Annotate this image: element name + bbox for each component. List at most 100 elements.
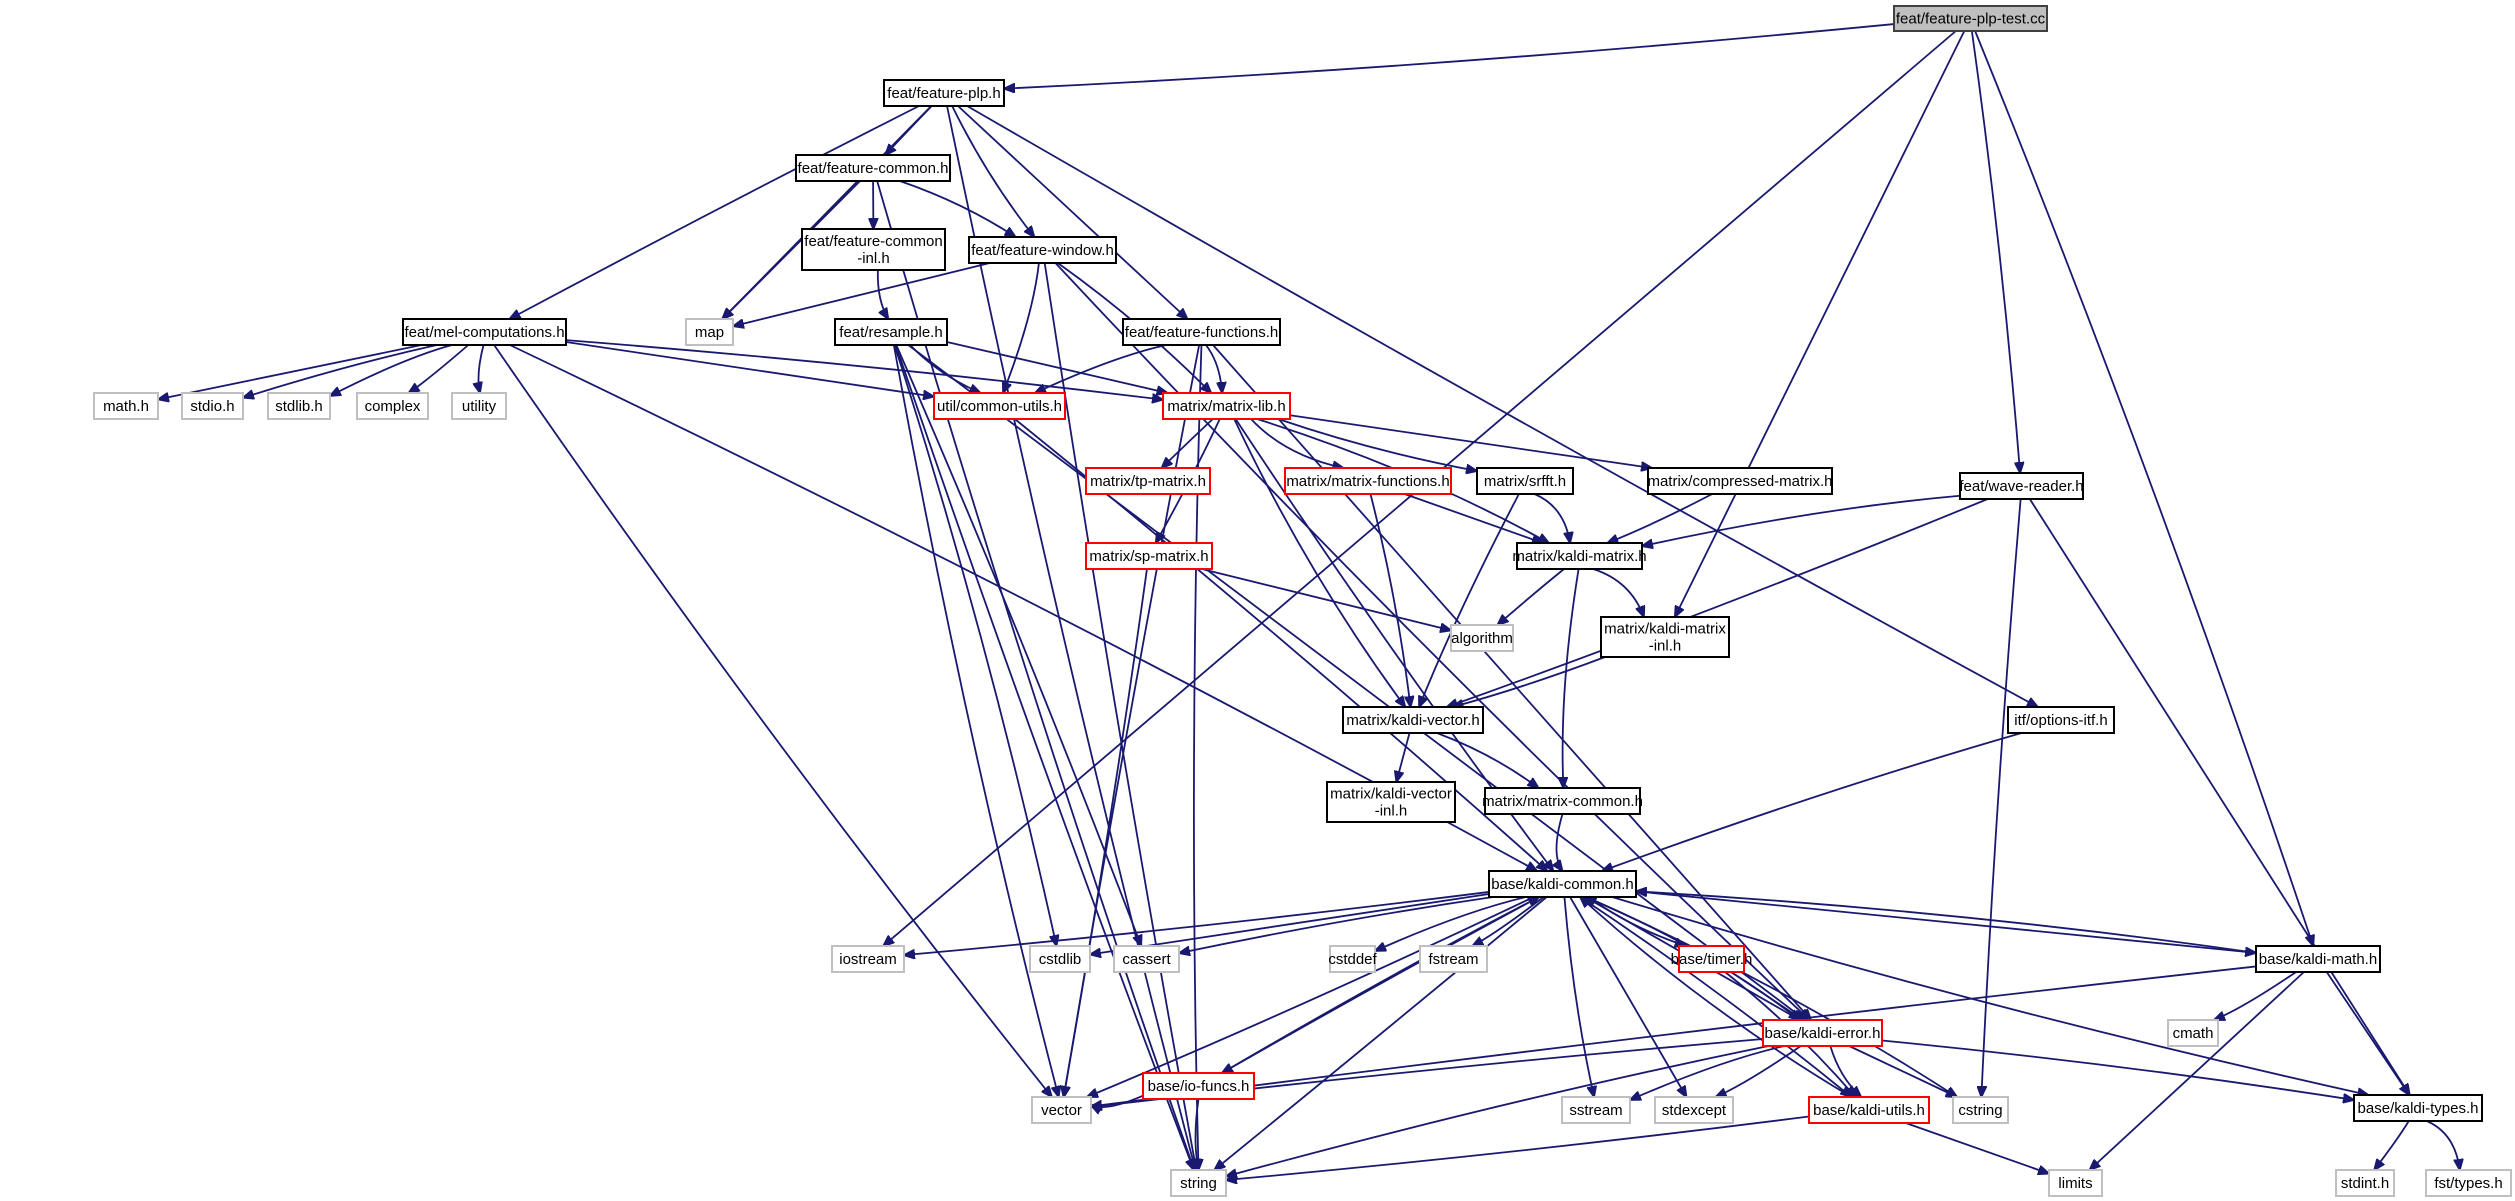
edge-resample-to-string [894,344,1194,1170]
node-box [267,392,331,420]
edge-matrixlib-to-kaldivector [1233,418,1405,707]
edge-kaldimath-to-cmath [2214,971,2297,1020]
edge-mel-to-complex [409,344,469,393]
graph-node-tpmatrix[interactable]: matrix/tp-matrix.h [1085,467,1211,495]
node-box [968,236,1117,264]
edge-matrixlib-to-compressed [1289,414,1652,468]
graph-node-stdioh[interactable]: stdio.h [181,392,244,420]
graph-node-iostream[interactable]: iostream [831,945,905,973]
graph-node-wavereader[interactable]: feat/wave-reader.h [1959,472,2084,500]
graph-node-matrixcommon[interactable]: matrix/matrix-common.h [1482,787,1643,815]
edge-common-to-map [722,180,861,319]
node-label: matrix/kaldi-matrix.h [1512,548,1646,565]
edge-kaldivector-to-kaldivectorinl [1396,732,1411,782]
graph-node-kaldimatrix[interactable]: matrix/kaldi-matrix.h [1512,542,1647,570]
graph-node-cassert[interactable]: cassert [1113,945,1180,973]
edge-kaldicommon-to-iostream [904,891,1490,955]
node-label: matrix/matrix-lib.h [1167,398,1285,415]
graph-node-kaldimath[interactable]: base/kaldi-math.h [2255,945,2381,973]
edge-kaldimath-to-limits [2090,971,2305,1170]
graph-node-cstring[interactable]: cstring [1952,1096,2009,1124]
edge-kaldicommon-to-kalditypes [1611,896,2368,1095]
node-box [883,79,1005,107]
node-box [1600,616,1730,658]
graph-node-cmath[interactable]: cmath [2167,1019,2219,1047]
graph-node-utility[interactable]: utility [451,392,507,420]
graph-node-plp[interactable]: feat/feature-plp.h [883,79,1005,107]
node-box [1488,870,1637,898]
edge-kaldierror-to-string [1226,1045,1769,1176]
graph-node-cstdlib[interactable]: cstdlib [1029,945,1091,973]
node-label: base/timer.h [1671,951,1753,968]
graph-node-stdinth[interactable]: stdint.h [2335,1169,2395,1197]
edge-kaldicommon-to-kaldiutils [1579,896,1851,1097]
node-label: base/kaldi-error.h [1765,1025,1881,1042]
graph-node-sstream[interactable]: sstream [1561,1096,1631,1124]
edge-kaldimath-to-kaldicommon [1636,891,2257,954]
node-label: map [695,324,724,341]
node-box [801,228,946,271]
graph-node-stdlibh[interactable]: stdlib.h [267,392,331,420]
graph-node-limits[interactable]: limits [2048,1169,2103,1197]
graph-node-fstream[interactable]: fstream [1419,945,1488,973]
node-label: stdlib.h [275,398,323,415]
graph-node-iofuncs[interactable]: base/io-funcs.h [1142,1072,1255,1100]
graph-node-root[interactable]: feat/feature-plp-test.cc [1893,5,2048,32]
edge-window-to-map [733,262,990,326]
graph-node-kaldivector[interactable]: matrix/kaldi-vector.h [1342,706,1484,734]
graph-node-kaldierror[interactable]: base/kaldi-error.h [1762,1019,1883,1047]
node-label: matrix/matrix-common.h [1482,793,1643,810]
node-label: complex [365,398,421,415]
graph-node-map[interactable]: map [685,318,734,346]
graph-node-timer[interactable]: base/timer.h [1671,945,1753,973]
graph-node-string[interactable]: string [1170,1169,1227,1197]
graph-node-commoninl[interactable]: feat/feature-common-inl.h [801,228,946,271]
graph-node-spmatrix[interactable]: matrix/sp-matrix.h [1085,542,1213,570]
graph-node-complex[interactable]: complex [356,392,429,420]
graph-node-functions[interactable]: feat/feature-functions.h [1122,318,1281,346]
graph-node-cstddef[interactable]: cstddef [1328,945,1378,973]
graph-node-window[interactable]: feat/feature-window.h [968,236,1117,264]
node-box [1654,1096,1734,1124]
graph-node-fsttypes[interactable]: fst/types.h [2425,1169,2512,1197]
edge-timer-to-kaldierror [1730,971,1803,1020]
graph-node-algorithm[interactable]: algorithm [1450,624,1514,652]
graph-node-srfft[interactable]: matrix/srfft.h [1476,467,1574,495]
graph-node-resample[interactable]: feat/resample.h [834,318,948,346]
graph-node-kaldicommon[interactable]: base/kaldi-common.h [1488,870,1637,898]
edge-kaldierror-to-kalditypes [1881,1039,2354,1099]
graph-node-matrixlib[interactable]: matrix/matrix-lib.h [1162,392,1291,420]
graph-node-optionsitf[interactable]: itf/options-itf.h [2007,706,2115,734]
edge-matrixcommon-to-kaldicommon [1557,813,1563,871]
graph-node-compressed[interactable]: matrix/compressed-matrix.h [1647,467,1833,495]
node-box [933,392,1066,420]
edge-kaldicommon-to-cstddef [1375,896,1527,951]
graph-node-stdexcept[interactable]: stdexcept [1654,1096,1734,1124]
node-label: stdint.h [2341,1175,2389,1192]
edge-wavereader-to-cstring [1981,498,2022,1097]
graph-node-matrixfunctions[interactable]: matrix/matrix-functions.h [1284,467,1452,495]
graph-node-commonutils[interactable]: util/common-utils.h [933,392,1066,420]
edge-kaldiutils-to-limits [1905,1122,2049,1174]
node-box [1561,1096,1631,1124]
graph-node-kaldivectorinl[interactable]: matrix/kaldi-vector-inl.h [1326,781,1456,823]
graph-node-vector[interactable]: vector [1031,1096,1092,1124]
edge-resample-to-cassert [895,344,1141,946]
edge-kaldimatrix-to-algorithm [1497,568,1565,625]
graph-node-kaldiutils[interactable]: base/kaldi-utils.h [1808,1096,1930,1124]
graph-node-mathh[interactable]: math.h [93,392,159,420]
node-box [1029,945,1091,973]
graph-node-mel[interactable]: feat/mel-computations.h [402,318,567,346]
edge-kaldimatrix-to-kaldimatrixinl [1592,568,1644,617]
node-label: utility [462,398,497,415]
edge-spmatrix-to-algorithm [1201,568,1451,630]
node-label: matrix/kaldi-matrix [1604,621,1726,638]
graph-node-kaldimatrixinl[interactable]: matrix/kaldi-matrix-inl.h [1600,616,1730,658]
node-box [1952,1096,2009,1124]
graph-node-common[interactable]: feat/feature-common.h [795,154,951,182]
edge-srfft-to-kaldimatrix [1534,493,1570,543]
edge-kaldierror-to-cstring [1848,1045,1957,1097]
edge-kaldimath-to-vector [1091,965,2257,1106]
graph-node-kalditypes[interactable]: base/kaldi-types.h [2353,1094,2483,1122]
